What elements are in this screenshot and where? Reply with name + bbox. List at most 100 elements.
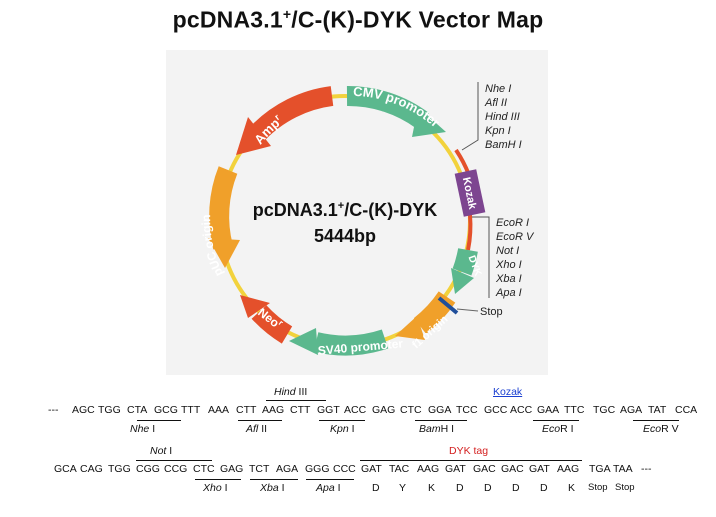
bamh-underline — [415, 420, 467, 421]
codon: TGG — [108, 463, 131, 475]
seq-suffix: --- — [641, 463, 652, 475]
ecorv-underline — [633, 420, 679, 421]
site-ecori: EcoR I — [496, 217, 529, 229]
site-not: Not I — [496, 245, 519, 257]
codon: GAC — [501, 463, 524, 475]
sites-top-list: Nhe I Afl II Hind III Kpn I BamH I — [484, 83, 522, 151]
site-ecorv: EcoR V — [496, 231, 535, 243]
puc-origin-arrow — [209, 166, 238, 250]
codon: GCC — [484, 404, 508, 416]
stop-marker — [437, 296, 459, 315]
codon: CCC — [333, 463, 356, 475]
codon: CAG — [80, 463, 103, 475]
cmv-arrowhead — [412, 107, 446, 137]
not-overline — [136, 460, 212, 461]
codon: TTC — [564, 404, 585, 416]
codon: CTC — [400, 404, 422, 416]
amino-acid: Stop — [615, 482, 635, 493]
codon: AGA — [276, 463, 299, 475]
nhe-seq-label: Nhe I — [130, 423, 156, 435]
codon: TGG — [98, 404, 121, 416]
codon: GAT — [361, 463, 382, 475]
codon: CTT — [290, 404, 311, 416]
site-apa: Apa I — [495, 287, 522, 299]
sites-mid-list: EcoR I EcoR V Not I Xho I Xba I Apa I — [495, 217, 535, 299]
codon: GAG — [220, 463, 244, 475]
ecori-seq-label: EcoR I — [542, 423, 574, 435]
xba-underline — [250, 479, 298, 480]
bamh-seq-label: BamH I — [419, 423, 455, 435]
codon: GAC — [473, 463, 496, 475]
kozak-seq-label: Kozak — [493, 386, 523, 398]
sv40-promoter-arrow — [313, 329, 389, 356]
apa-seq-label: Apa I — [316, 482, 341, 494]
codon: TGC — [593, 404, 616, 416]
site-bamh: BamH I — [485, 139, 522, 151]
codon: ACC — [344, 404, 367, 416]
codon: AAG — [262, 404, 285, 416]
xho-seq-label: Xho I — [203, 482, 228, 494]
codon: GGA — [428, 404, 452, 416]
codon: GAG — [372, 404, 396, 416]
codon: TAT — [648, 404, 667, 416]
sv40-arrowhead — [289, 328, 318, 355]
dyk-arrow — [452, 248, 478, 276]
puc-arrowhead — [208, 238, 240, 268]
codon: AGA — [620, 404, 643, 416]
codon: GAT — [445, 463, 466, 475]
codon: TTT — [181, 404, 201, 416]
map-center-size: 5444bp — [314, 226, 376, 246]
site-nhe: Nhe I — [485, 83, 511, 95]
codon: TCT — [249, 463, 270, 475]
site-afl: Afl II — [484, 97, 507, 109]
not-label: Not I — [150, 445, 173, 457]
seq-prefix: --- — [48, 404, 59, 416]
amino-acid: Stop — [588, 482, 608, 493]
sites-mid-bracket — [472, 216, 490, 298]
site-kpn: Kpn I — [485, 125, 511, 137]
codon: GCA — [54, 463, 77, 475]
xho-underline — [195, 479, 241, 480]
f1-origin-arrow — [413, 291, 456, 334]
afl-underline — [238, 420, 282, 421]
amino-acid: D — [540, 482, 548, 494]
stop-label: Stop — [480, 306, 503, 318]
kozak-box — [454, 169, 486, 217]
codon: AAG — [557, 463, 580, 475]
codon: TCC — [456, 404, 478, 416]
f1-arrowhead — [395, 316, 425, 340]
apa-underline — [306, 479, 354, 480]
codon: GCG — [154, 404, 178, 416]
codon: GGT — [317, 404, 340, 416]
codon: GAT — [529, 463, 550, 475]
codon: AAA — [208, 404, 230, 416]
codon: CCA — [675, 404, 698, 416]
codon: GAA — [537, 404, 560, 416]
nhe-underline — [137, 420, 181, 421]
afl-seq-label: Afl II — [246, 423, 268, 435]
site-xho: Xho I — [495, 259, 522, 271]
mcs2-segment — [466, 214, 473, 251]
codon: CCG — [164, 463, 188, 475]
amino-acid: K — [568, 482, 576, 494]
amp-arrowhead — [236, 117, 271, 155]
site-hind: Hind III — [485, 111, 520, 123]
neo-arrowhead — [240, 295, 270, 318]
codon: CTA — [127, 404, 148, 416]
hind3-label: Hind III — [274, 386, 308, 398]
amp-arrow — [250, 86, 334, 141]
hind3-overline — [266, 400, 326, 401]
codon: CTC — [193, 463, 215, 475]
amino-acid: D — [512, 482, 520, 494]
codon: TAC — [389, 463, 410, 475]
neo-arrow — [251, 305, 293, 344]
kpn-seq-label: Kpn I — [330, 423, 355, 435]
site-xba: Xba I — [495, 273, 522, 285]
codon: CTT — [236, 404, 257, 416]
codon: TAA — [613, 463, 633, 475]
codon: AAG — [417, 463, 440, 475]
ecorv-seq-label: EcoR V — [643, 423, 679, 435]
sites-top-bracket — [461, 82, 479, 151]
dyk-tag-label: DYK tag — [449, 445, 489, 457]
